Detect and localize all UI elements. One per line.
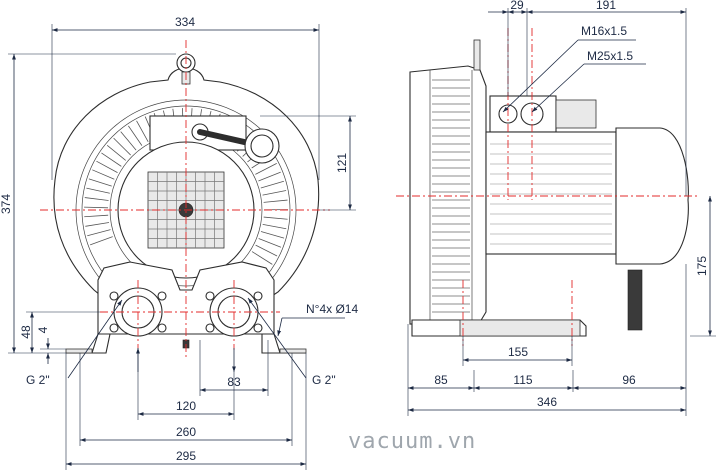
port-left-thread: G 2": [26, 373, 50, 387]
fin-line: [85, 222, 110, 227]
thread-small-label: M16x1.5: [581, 24, 627, 38]
fin-line: [84, 206, 109, 209]
front-view: 334 374 121 48 4 N°4x Ø14 G 2" G 2": [0, 15, 358, 470]
fin-line: [90, 236, 113, 246]
side-housing: [409, 65, 487, 325]
dim-port-spacing: 120: [176, 399, 196, 413]
fin-line: [251, 251, 273, 265]
dim-base-height: 48: [19, 325, 33, 339]
fin-line: [263, 199, 288, 203]
dim-overall-height: 374: [0, 194, 13, 214]
dim-foot-thickness: 4: [36, 326, 50, 333]
fin-line: [260, 180, 284, 189]
fin-line: [88, 178, 112, 187]
fin-line: [258, 238, 282, 248]
dim-top-offset-large: 191: [596, 0, 616, 12]
foot-holes-label: N°4x Ø14: [306, 302, 358, 316]
motor-body: [485, 131, 617, 255]
fin-line: [136, 120, 149, 142]
fin-line: [92, 169, 115, 180]
fin-line: [262, 190, 287, 196]
dim-foot-inner: 155: [508, 345, 528, 359]
port-right-thread: G 2": [312, 373, 336, 387]
fin-line: [86, 187, 110, 194]
dim-foot-spacing: 260: [176, 425, 196, 439]
fin-line: [96, 160, 118, 174]
dim-overall-length: 346: [537, 395, 557, 409]
fin-line: [260, 231, 285, 239]
fin-line: [120, 131, 137, 151]
dim-base-width: 295: [176, 449, 196, 463]
fin-line: [87, 229, 111, 237]
watermark: vacuum.vn: [348, 429, 476, 454]
dim-shaft-height: 175: [695, 256, 709, 276]
motor-ribs: [490, 143, 612, 245]
dim-center-to-top: 121: [335, 153, 349, 173]
fin-line: [255, 244, 278, 257]
fin-line: [106, 144, 126, 161]
fin-line: [255, 163, 277, 175]
side-view: 29 191 M16x1.5 M25x1.5 175 155 85 115 96…: [396, 0, 716, 416]
dim-overall-width: 334: [175, 15, 195, 29]
thread-large-label: M25x1.5: [587, 49, 633, 63]
fin-line: [113, 137, 131, 156]
fin-line: [101, 152, 122, 167]
dim-seg-right: 96: [622, 373, 636, 387]
fin-line: [262, 223, 287, 230]
fin-line: [84, 197, 109, 201]
fin-line: [84, 214, 109, 218]
fin-line: [258, 171, 281, 182]
fin-line: [263, 216, 288, 220]
dim-seg-mid: 115: [513, 373, 532, 387]
fin-line: [128, 125, 143, 146]
dim-seg-left: 85: [434, 373, 448, 387]
dim-top-offset-small: 29: [510, 0, 524, 12]
side-fins: [432, 79, 470, 313]
